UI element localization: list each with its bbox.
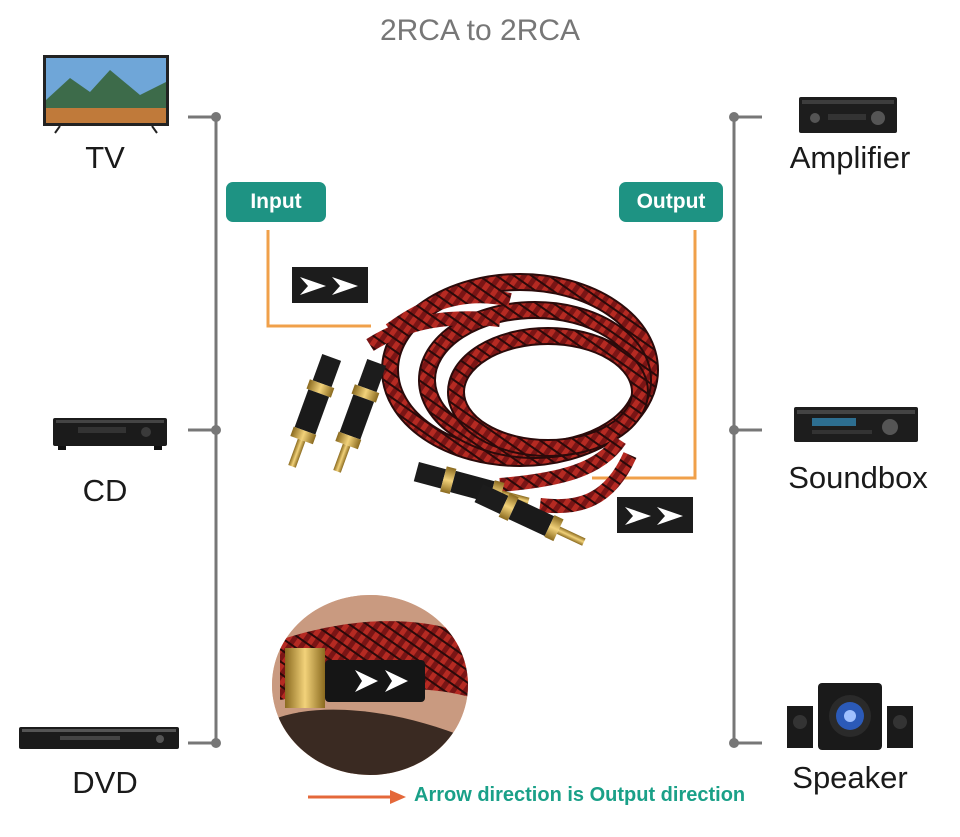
left-bracket xyxy=(188,112,221,748)
direction-tag-input xyxy=(292,267,368,303)
diagram-title: 2RCA to 2RCA xyxy=(379,14,581,47)
device-label-speaker: Speaker xyxy=(792,760,908,795)
device-label-tv: TV xyxy=(85,140,125,175)
rca-plug xyxy=(474,484,586,546)
closeup-detail xyxy=(272,595,468,775)
device-label-cd: CD xyxy=(82,473,128,508)
input-badge: Input xyxy=(226,182,326,222)
caption-arrow-icon xyxy=(308,790,406,804)
receiver-icon xyxy=(794,407,918,442)
right-bracket xyxy=(729,112,762,748)
device-label-soundbox: Soundbox xyxy=(788,460,928,495)
dvd-player-icon xyxy=(19,727,179,749)
direction-tag-output xyxy=(617,497,693,533)
amplifier-icon xyxy=(799,97,897,133)
device-label-dvd: DVD xyxy=(72,765,138,800)
output-badge: Output xyxy=(619,182,723,222)
rca-plug xyxy=(288,353,342,468)
rca-plug xyxy=(333,358,387,473)
rca-cable xyxy=(366,273,659,514)
output-guide-line xyxy=(592,230,697,480)
cd-player-icon xyxy=(53,418,167,450)
input-guide-line xyxy=(266,230,371,328)
device-label-amplifier: Amplifier xyxy=(789,140,911,175)
tv-icon xyxy=(43,55,169,134)
direction-caption: Arrow direction is Output direction xyxy=(414,784,746,806)
speaker-icon xyxy=(787,683,913,750)
